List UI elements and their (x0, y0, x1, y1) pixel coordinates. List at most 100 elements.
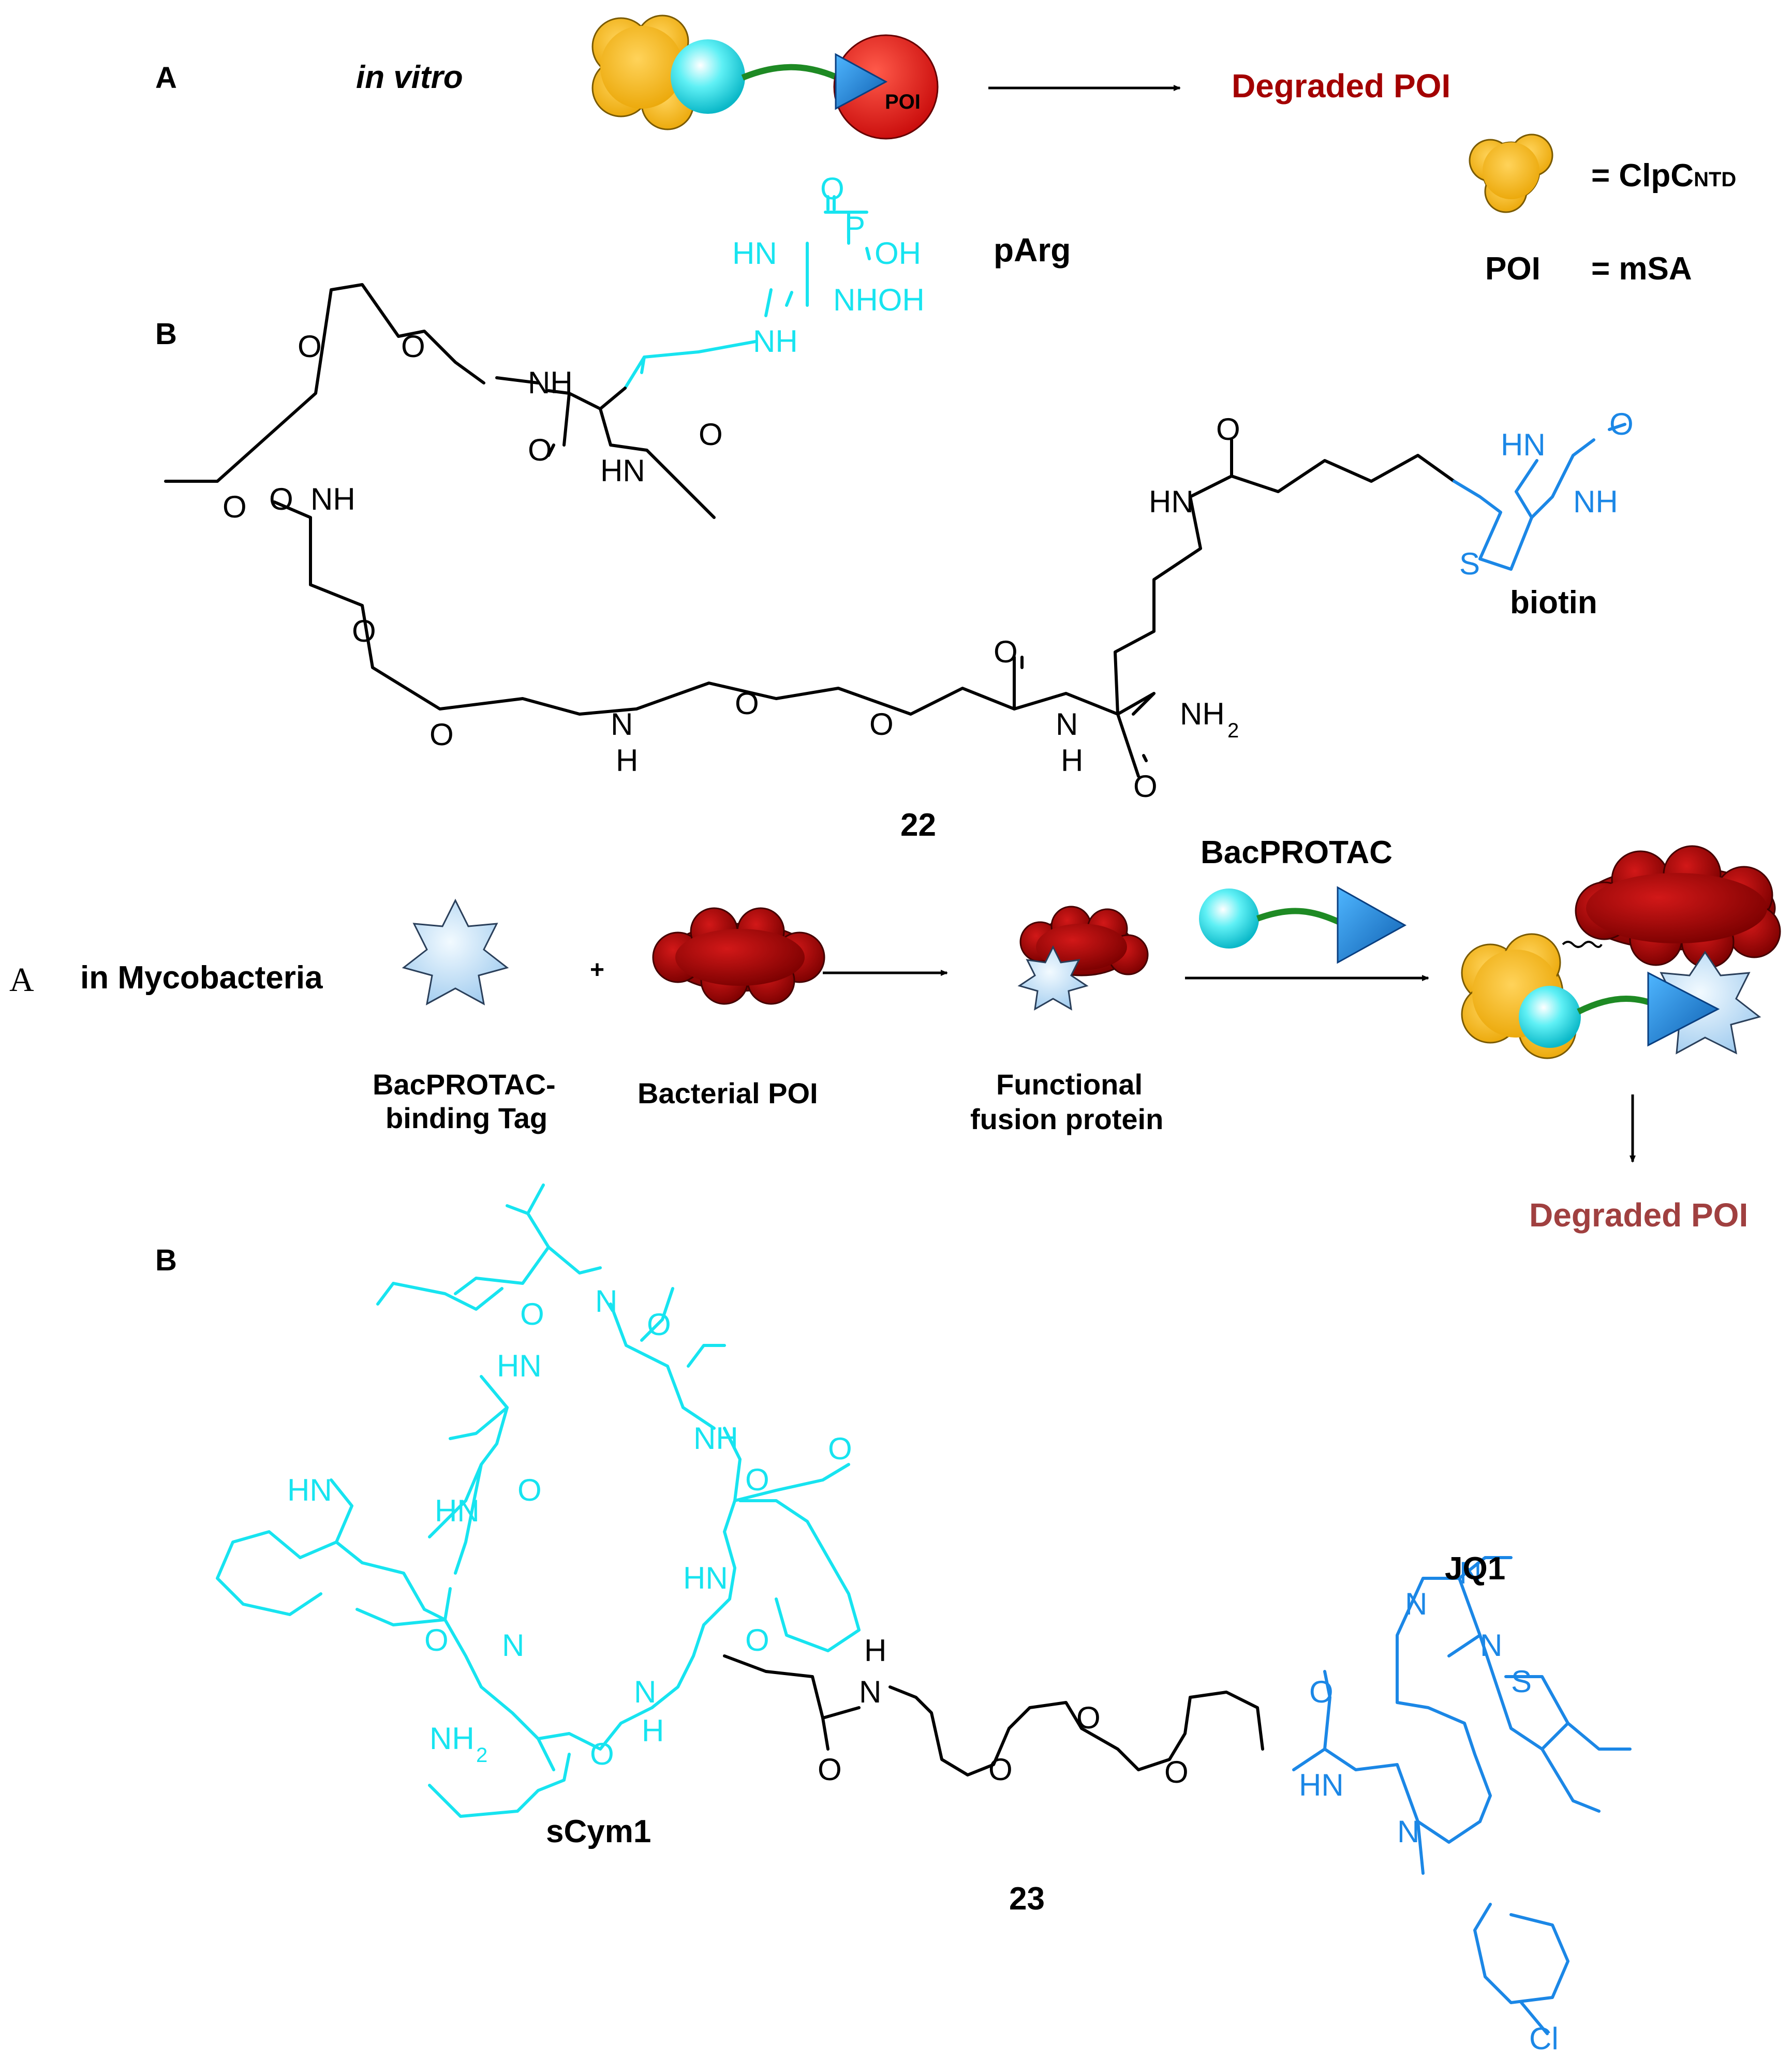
svg-text:N: N (1480, 1628, 1502, 1663)
svg-text:N: N (611, 707, 633, 742)
bacprotac-label: BacPROTAC (1201, 835, 1393, 870)
fusion-protein-icon (1017, 906, 1149, 1011)
svg-text:O: O (745, 1462, 769, 1497)
svg-text:O: O (1309, 1675, 1334, 1709)
svg-text:HN: HN (1149, 484, 1194, 519)
svg-text:O: O (590, 1737, 614, 1771)
panel-1: A in vitro POI Degraded POI = ClpCNTD PO… (155, 14, 1736, 843)
svg-text:2: 2 (476, 1744, 487, 1767)
compound-22-id: 22 (900, 807, 936, 843)
svg-text:S: S (1511, 1664, 1532, 1699)
svg-text:O: O (745, 1623, 769, 1657)
svg-text:HN: HN (1299, 1768, 1344, 1802)
compound-22-structure: HN O P OH NHOH NH O NH O O N (164, 171, 1634, 804)
svg-text:O: O (269, 482, 293, 516)
svg-text:HN: HN (683, 1561, 728, 1595)
svg-text:O: O (401, 329, 425, 364)
panel2-label-b: B (155, 1243, 177, 1277)
svg-text:HN: HN (600, 453, 645, 488)
svg-text:NH: NH (693, 1421, 738, 1456)
svg-text:N: N (1056, 707, 1078, 742)
poi-tag: POI (885, 91, 921, 113)
svg-text:Cl: Cl (1529, 2021, 1559, 2056)
jq1-label: JQ1 (1445, 1551, 1505, 1587)
svg-text:N: N (502, 1628, 524, 1663)
svg-text:N: N (1405, 1587, 1427, 1621)
svg-text:N: N (634, 1675, 656, 1709)
svg-text:H: H (616, 743, 638, 778)
svg-text:N: N (1397, 1814, 1419, 1849)
svg-text:O: O (520, 1297, 544, 1331)
svg-text:NH: NH (753, 324, 798, 359)
svg-text:P: P (845, 210, 865, 245)
svg-text:O: O (828, 1431, 852, 1466)
svg-text:HN: HN (732, 236, 777, 271)
fusion-label-line2: fusion protein (970, 1103, 1163, 1135)
svg-text:N: N (859, 1675, 881, 1709)
bacprotac-linker-icon (1256, 908, 1344, 927)
parg-label: pArg (994, 231, 1071, 269)
svg-text:NH: NH (528, 365, 573, 400)
svg-text:HN: HN (287, 1473, 332, 1507)
biotin-label: biotin (1510, 585, 1597, 620)
legend-clpc-icon (1469, 134, 1553, 213)
linker-icon (741, 64, 850, 86)
svg-text:O: O (223, 490, 247, 524)
poi-sphere-icon (833, 34, 939, 140)
panel1-condition: in vitro (356, 60, 463, 95)
svg-text:O: O (298, 329, 322, 364)
svg-text:S: S (1459, 546, 1480, 581)
triangle-icon (835, 53, 888, 110)
panel2-condition: in Mycobacteria (80, 960, 323, 996)
panel1-label-b: B (155, 317, 177, 351)
legend-poi-label: POI (1485, 251, 1541, 287)
legend-poi-text: = mSA (1591, 251, 1692, 287)
plus-sign: + (590, 956, 604, 984)
svg-text:O: O (1216, 412, 1240, 447)
scym1-label: sCym1 (546, 1814, 651, 1849)
svg-text:O: O (699, 417, 723, 452)
svg-text:O: O (430, 717, 454, 752)
svg-text:N: N (1459, 1556, 1482, 1590)
svg-text:H: H (642, 1713, 664, 1748)
svg-text:NH: NH (310, 482, 356, 516)
legend-clpc-text: = ClpCNTD (1591, 158, 1736, 194)
svg-text:O: O (528, 433, 552, 467)
svg-text:HN: HN (1501, 427, 1546, 462)
panel2-label-a: A (9, 961, 34, 999)
svg-text:H: H (1061, 743, 1083, 778)
bacprotac-triangle-icon (1337, 886, 1407, 964)
svg-text:HN: HN (497, 1349, 542, 1383)
tag-label-line1: BacPROTAC- (373, 1068, 556, 1101)
svg-text:O: O (735, 686, 759, 721)
bacterial-poi-label: Bacterial POI (638, 1077, 818, 1109)
compound-23-id: 23 (1009, 1881, 1045, 1917)
svg-text:HN: HN (435, 1493, 480, 1528)
svg-text:O: O (1164, 1755, 1189, 1789)
bacprotac-binding-tag-icon (402, 898, 509, 1005)
svg-text:O: O (869, 707, 894, 742)
compound-23-structure: HN N O O NH O O O HN HN HN O O N N H O N… (216, 1183, 1632, 2056)
svg-text:N: N (595, 1284, 617, 1319)
fusion-label-line1: Functional (996, 1068, 1143, 1101)
svg-text:NH: NH (1180, 697, 1225, 731)
svg-text:OH: OH (875, 236, 921, 271)
svg-text:O: O (820, 171, 845, 206)
svg-text:2: 2 (1227, 719, 1239, 742)
svg-text:O: O (1133, 769, 1158, 804)
ternary-complex-icon (1461, 845, 1781, 1059)
bacprotac-sphere-icon (1199, 889, 1259, 949)
svg-text:O: O (994, 634, 1018, 669)
svg-text:O: O (988, 1752, 1013, 1787)
sphere-icon (671, 39, 745, 114)
svg-text:O: O (517, 1473, 542, 1507)
svg-text:H: H (864, 1633, 886, 1668)
svg-text:O: O (424, 1623, 449, 1657)
degraded-poi-2: Degraded POI (1529, 1196, 1748, 1234)
panel-2: A in Mycobacteria BacPROTAC + (9, 835, 1781, 2056)
svg-text:O: O (352, 614, 376, 648)
svg-text:O: O (818, 1752, 842, 1787)
svg-text:O: O (1076, 1700, 1101, 1735)
svg-text:NH: NH (1573, 484, 1618, 519)
